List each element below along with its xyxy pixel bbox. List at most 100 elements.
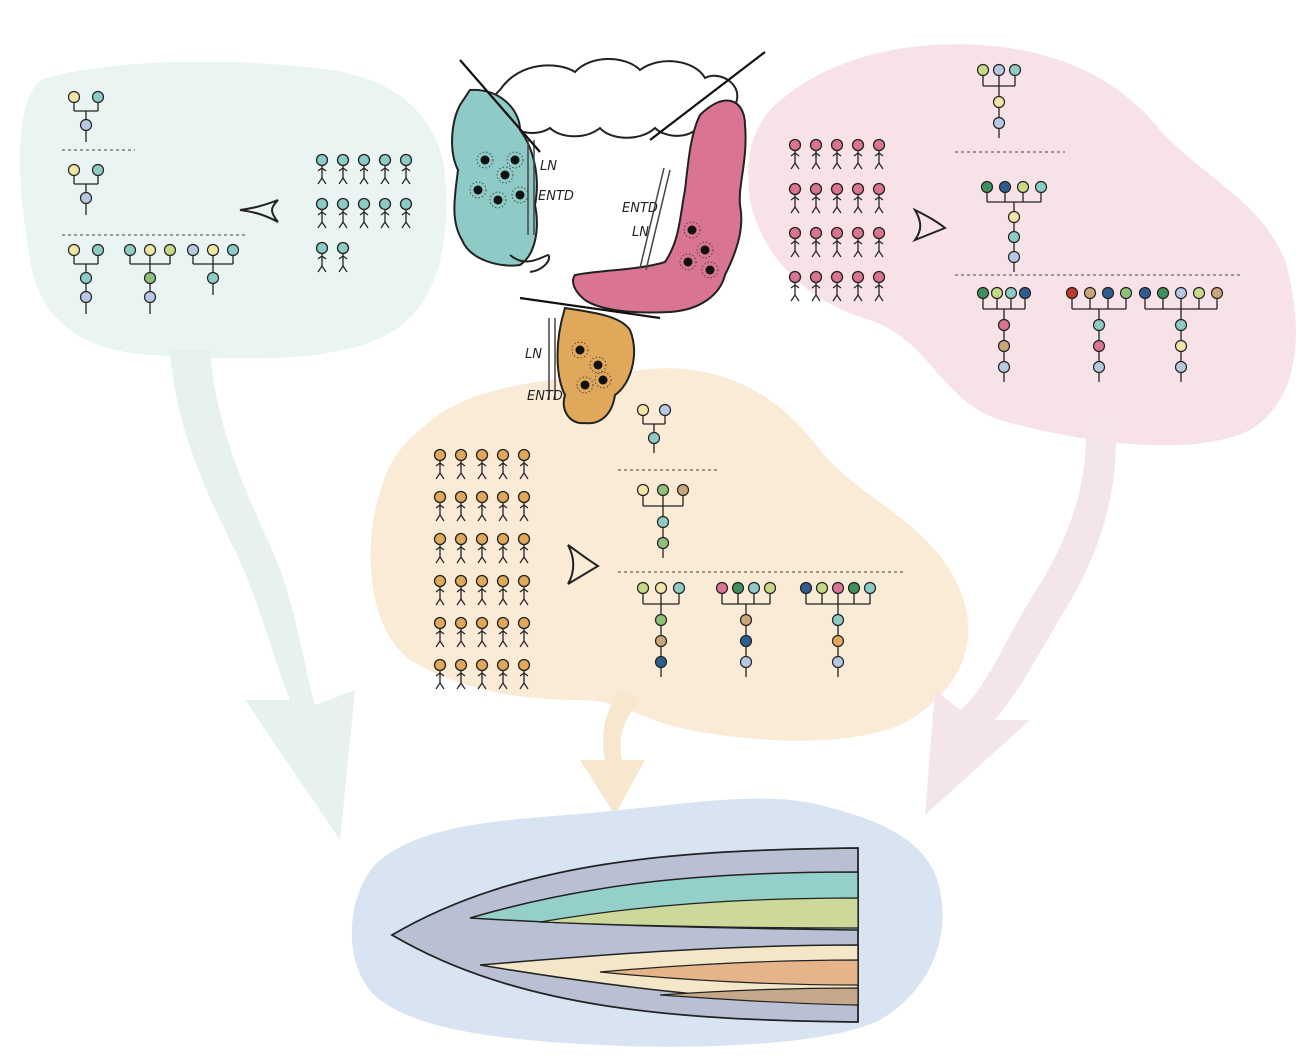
patient-arms [456,588,466,593]
tree-node [831,613,845,627]
patient-icon [872,138,886,170]
tree-node [992,63,1006,77]
tree-node [647,431,661,445]
tree-node [91,90,105,104]
phylogenetic-tree [715,581,777,677]
patient-head [378,197,392,211]
patient-head [872,182,886,196]
patient-legs [853,205,863,214]
patient-head [336,153,350,167]
patient-icon [872,226,886,258]
tumor-nodule [593,360,603,370]
tree-node [997,318,1011,332]
patient-arms [498,672,508,677]
patient-legs [380,220,390,229]
patient-legs [401,220,411,229]
left-colon-panel [748,44,1296,446]
tumor-nodule [575,345,585,355]
patient-legs [811,161,821,170]
patient-arms [811,240,821,245]
patient-head [315,241,329,255]
patient-icon [475,574,489,606]
tree-node [67,90,81,104]
patient-legs [790,205,800,214]
patient-arms [874,196,884,201]
tree-node [226,243,240,257]
patient-arms [832,196,842,201]
patient-icon [517,532,531,564]
patient-legs [435,471,445,480]
patient-icon [475,616,489,648]
patient-icon [872,182,886,214]
tree-node [1138,286,1152,300]
patient-legs [317,220,327,229]
patient-head [475,532,489,546]
patient-icon [315,241,329,273]
tumor-nodule [687,225,697,235]
tree-node [739,613,753,627]
appendix [509,253,550,273]
tree-node [143,290,157,304]
patient-icon [496,490,510,522]
patient-head [357,197,371,211]
patient-head [851,138,865,152]
patient-head [433,616,447,630]
patient-icon [357,197,371,229]
tree-node [143,271,157,285]
patient-arms [401,167,411,172]
patient-arms [435,504,445,509]
patient-legs [519,555,529,564]
tumor-nodule [493,195,503,205]
patient-legs [401,176,411,185]
patient-legs [456,513,466,522]
patient-icon [788,182,802,214]
patient-icon [454,490,468,522]
fish-layer-lime [539,897,859,929]
phylogenetic-tree [186,243,240,295]
patient-icon [851,226,865,258]
tree-node [654,634,668,648]
patient-arms [853,152,863,157]
colon-anatomy: LN ENTD ENTD LN LN ENTD [451,51,766,425]
patient-head [830,270,844,284]
patient-head [496,658,510,672]
patient-arms [832,240,842,245]
tree-node [763,581,777,595]
patient-head [788,182,802,196]
patient-legs [853,249,863,258]
patient-head [788,270,802,284]
patient-icon [433,448,447,480]
phylogenetic-tree [67,90,105,142]
tree-node [1007,210,1021,224]
arrow-left-icon [239,199,279,223]
patient-head [433,490,447,504]
tree-node [831,634,845,648]
rectum-patient-group [433,448,531,690]
patient-legs [435,597,445,606]
label-left-ln: LN [632,225,649,240]
patient-head [496,616,510,630]
patient-legs [790,161,800,170]
patient-legs [477,597,487,606]
patient-head [809,182,823,196]
patient-icon [433,616,447,648]
patient-icon [809,138,823,170]
tumor-nodule [510,155,520,165]
patient-arms [477,462,487,467]
tumor-halo [696,241,714,259]
patient-head [496,448,510,462]
tree-node [847,581,861,595]
label-right-ln: LN [540,159,557,174]
tree-node [1174,318,1188,332]
patient-legs [435,513,445,522]
patient-legs [519,639,529,648]
patient-arms [456,504,466,509]
patient-head [517,574,531,588]
patient-arms [498,630,508,635]
tree-node [1018,286,1032,300]
patient-legs [359,176,369,185]
patient-icon [830,138,844,170]
tumor-halo [679,253,697,271]
tree-node [998,180,1012,194]
tumor-halo [594,371,612,389]
